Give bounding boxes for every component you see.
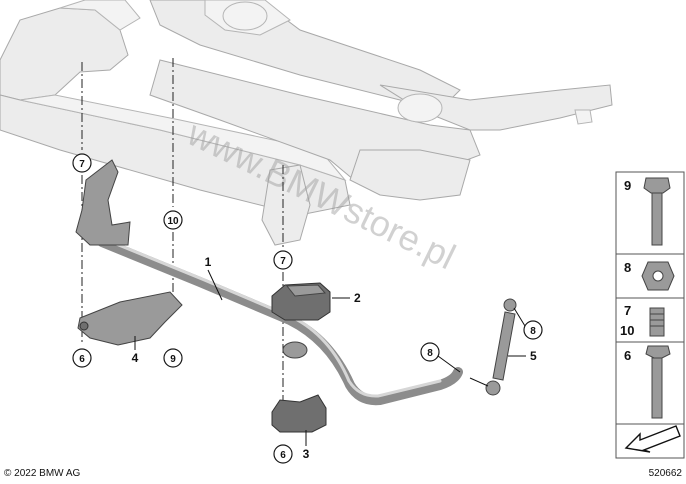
callout-9: 9 — [163, 348, 183, 368]
svg-text:1: 1 — [205, 255, 212, 269]
callout-7-right: 7 — [273, 250, 293, 270]
callout-10: 10 — [163, 210, 183, 230]
front-axle-subframe — [0, 0, 613, 246]
nut-icon — [641, 261, 675, 291]
bolt-icon — [643, 177, 671, 246]
label-5: 5 — [508, 349, 537, 363]
upper-rubber-mount — [75, 159, 131, 246]
label-4: 4 — [132, 336, 139, 365]
callout-8-upper: 8 — [513, 307, 543, 340]
stabilizer-link — [469, 298, 517, 396]
lower-bracket — [271, 394, 327, 433]
svg-text:10: 10 — [620, 323, 634, 338]
svg-text:2: 2 — [354, 291, 361, 305]
copyright-text: © 2022 BMW AG — [4, 468, 81, 479]
svg-text:6: 6 — [79, 354, 85, 365]
svg-text:4: 4 — [132, 351, 139, 365]
svg-text:9: 9 — [624, 178, 631, 193]
callout-8-lower: 8 — [420, 342, 461, 373]
svg-text:8: 8 — [427, 348, 433, 359]
svg-text:3: 3 — [303, 447, 310, 461]
bolt-icon — [645, 345, 671, 419]
svg-text:5: 5 — [530, 349, 537, 363]
label-2: 2 — [332, 291, 361, 305]
bar-collar — [282, 341, 308, 359]
direction-arrow-icon — [624, 425, 681, 453]
svg-text:10: 10 — [167, 216, 179, 227]
svg-text:8: 8 — [530, 326, 536, 337]
svg-text:7: 7 — [79, 159, 85, 170]
label-3: 3 — [303, 430, 310, 461]
svg-text:6: 6 — [280, 450, 286, 461]
label-1: 1 — [205, 255, 223, 301]
diagram-number: 520662 — [649, 468, 683, 479]
sleeve-icon — [649, 307, 665, 337]
fastener-panel: 9 8 7 10 6 — [615, 171, 685, 459]
callout-6-right: 6 — [273, 444, 293, 464]
stabilizer-bar — [97, 237, 463, 406]
svg-text:7: 7 — [624, 303, 631, 318]
svg-text:6: 6 — [624, 348, 631, 363]
svg-text:7: 7 — [280, 256, 286, 267]
bracket-part — [77, 291, 183, 346]
callout-6-left: 6 — [72, 348, 92, 368]
svg-text:8: 8 — [624, 260, 631, 275]
svg-text:9: 9 — [170, 354, 176, 365]
callout-7-left: 7 — [72, 153, 92, 173]
